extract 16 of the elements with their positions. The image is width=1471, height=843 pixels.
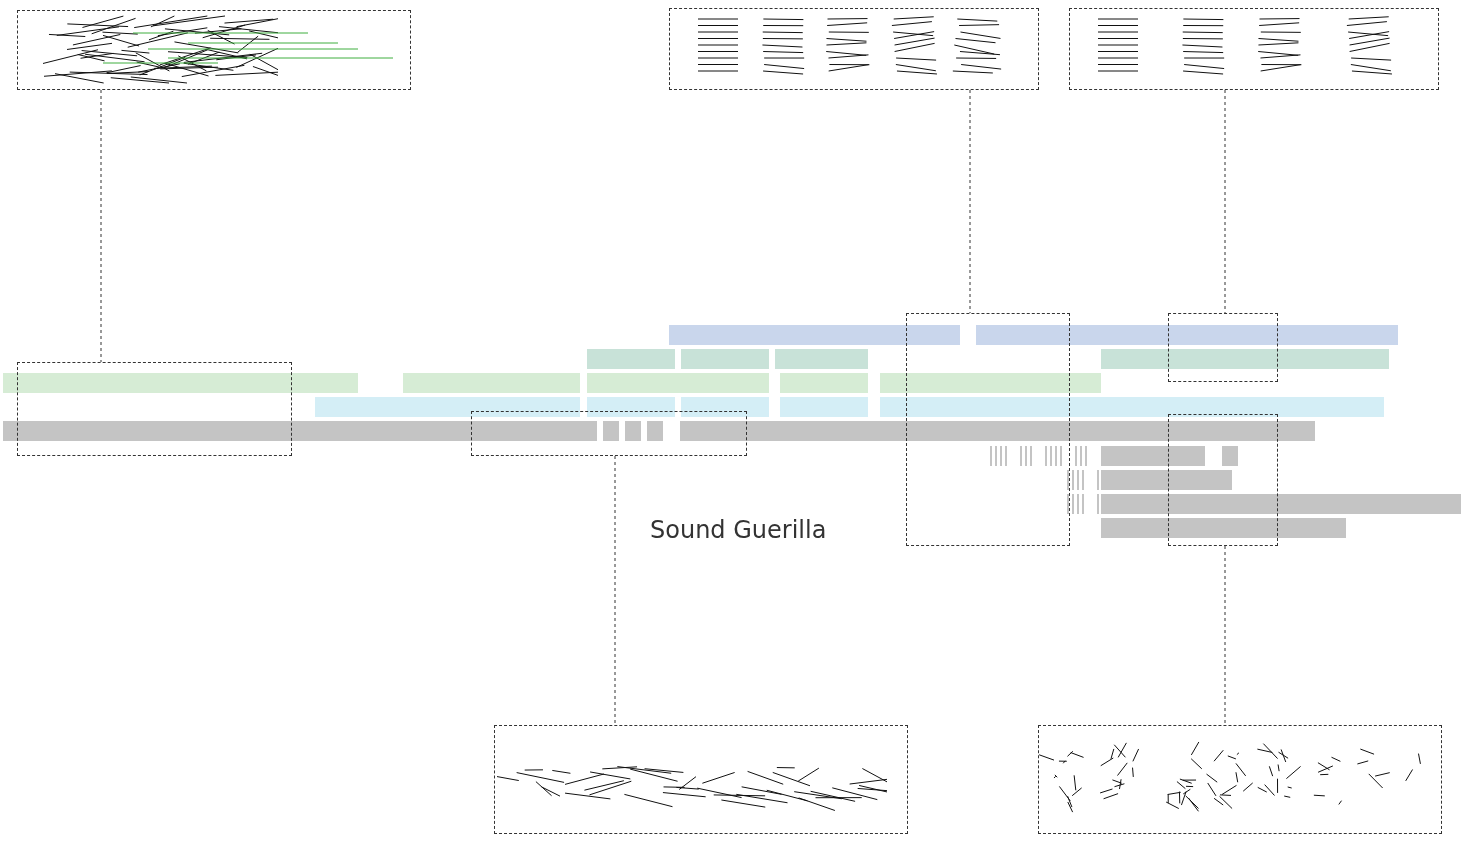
highlight-box [1168, 414, 1278, 546]
detail-box [1069, 8, 1439, 90]
highlight-box [471, 411, 747, 456]
leader-line [614, 455, 616, 726]
leader-line [1224, 89, 1226, 314]
detail-box [669, 8, 1039, 90]
detail-box [494, 725, 908, 834]
timeline-title: Sound Guerilla [650, 516, 827, 544]
highlight-box [906, 313, 1070, 546]
detail-box [1038, 725, 1442, 834]
leader-line [100, 89, 102, 363]
highlight-box [1168, 313, 1278, 382]
leader-line [969, 89, 971, 314]
detail-box [17, 10, 411, 90]
highlight-box [17, 362, 292, 456]
leader-line [1224, 545, 1226, 726]
